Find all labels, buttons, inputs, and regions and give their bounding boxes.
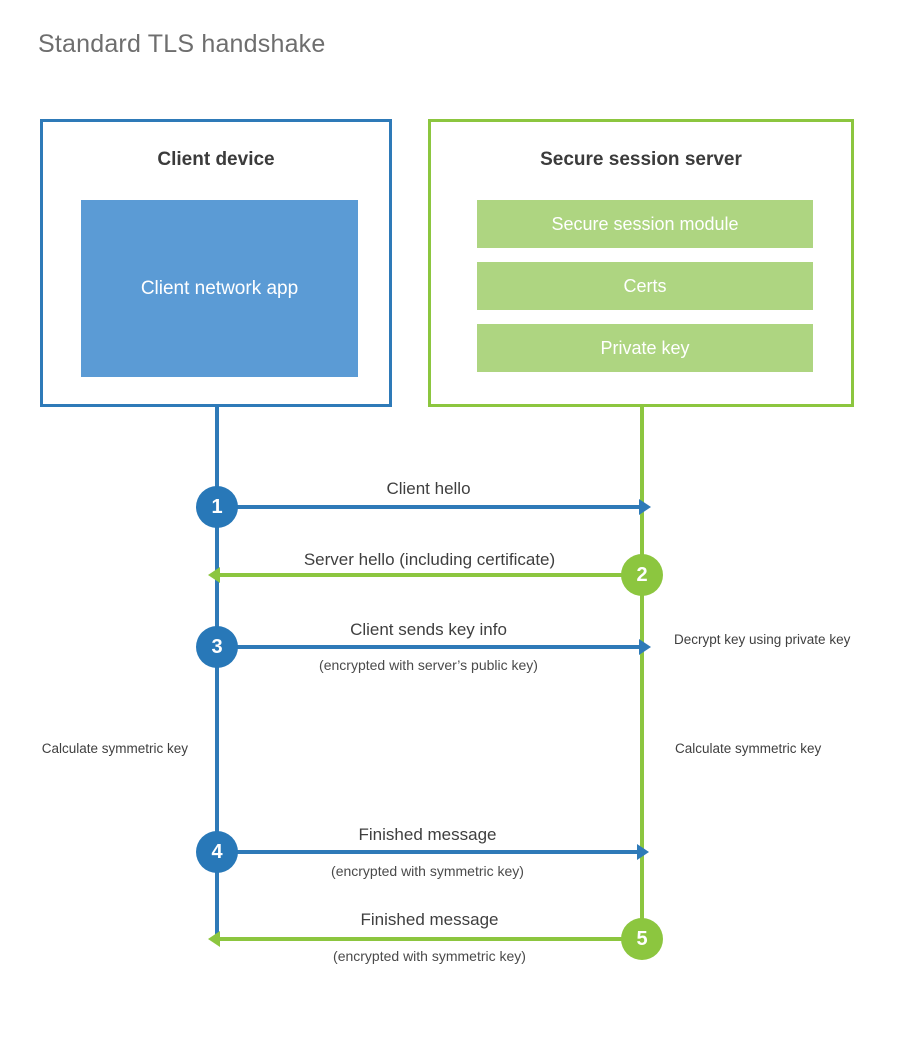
step-circle-5: 5 xyxy=(621,918,663,960)
server-bar-secure-session-module: Secure session module xyxy=(477,200,813,248)
secure-session-server-box: Secure session server Secure session mod… xyxy=(428,119,854,407)
arrow-step-4 xyxy=(217,844,649,860)
arrow-step-3 xyxy=(217,639,651,655)
annotation-decrypt-key: Decrypt key using private key xyxy=(674,632,851,647)
message-sublabel-step-3: (encrypted with server’s public key) xyxy=(319,657,538,673)
client-device-box: Client device Client network app xyxy=(40,119,392,407)
step-circle-2: 2 xyxy=(621,554,663,596)
message-label-step-3: Client sends key info xyxy=(350,620,507,639)
step-circle-1: 1 xyxy=(196,486,238,528)
server-bar-private-key: Private key xyxy=(477,324,813,372)
message-label-step-2: Server hello (including certificate) xyxy=(303,550,556,569)
arrowhead-left-icon xyxy=(208,931,220,947)
page-title: Standard TLS handshake xyxy=(38,30,326,58)
message-label-step-1: Client hello xyxy=(386,479,471,498)
message-label-step-4: Finished message xyxy=(358,825,497,844)
arrow-step-1 xyxy=(217,499,651,515)
client-device-title: Client device xyxy=(157,149,275,170)
arrowhead-right-icon xyxy=(639,639,651,655)
message-label-step-5: Finished message xyxy=(360,910,499,929)
secure-session-server-title: Secure session server xyxy=(540,149,742,170)
server-lifeline xyxy=(640,406,644,939)
client-network-app-block: Client network app xyxy=(81,200,358,377)
server-bar-certs: Certs xyxy=(477,262,813,310)
client-lifeline xyxy=(215,406,219,941)
arrowhead-right-icon xyxy=(637,844,649,860)
arrow-step-2 xyxy=(208,567,640,583)
annotation-client-calculate-symmetric-key: Calculate symmetric key xyxy=(41,741,188,756)
message-sublabel-step-5: (encrypted with symmetric key) xyxy=(333,948,526,964)
annotation-server-calculate-symmetric-key: Calculate symmetric key xyxy=(675,741,822,756)
arrow-step-5 xyxy=(208,931,640,947)
message-sublabel-step-4: (encrypted with symmetric key) xyxy=(331,863,524,879)
step-circle-4: 4 xyxy=(196,831,238,873)
arrowhead-left-icon xyxy=(208,567,220,583)
arrowhead-right-icon xyxy=(639,499,651,515)
step-circle-3: 3 xyxy=(196,626,238,668)
server-component-stack: Secure session module Certs Private key xyxy=(477,200,813,372)
